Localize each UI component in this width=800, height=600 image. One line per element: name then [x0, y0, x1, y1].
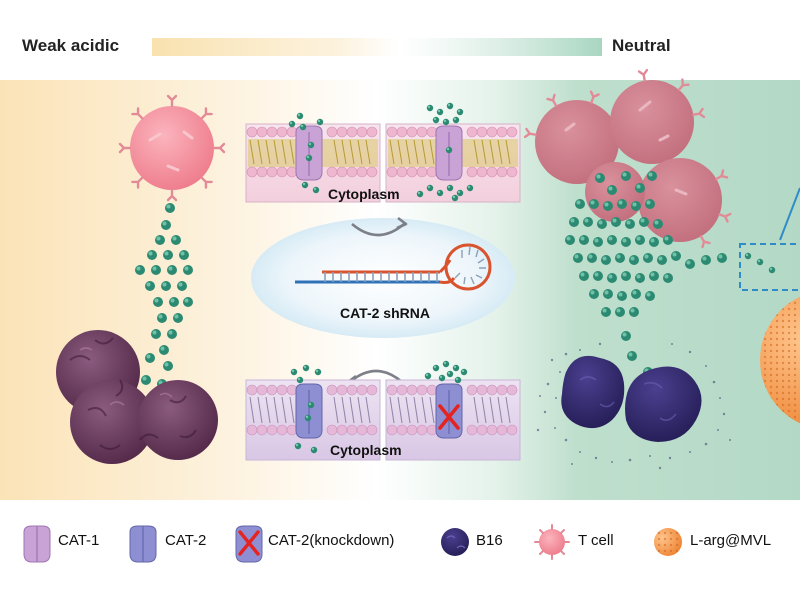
legend-label-b16: B16	[476, 532, 503, 549]
legend-label-cat-2: CAT-2	[165, 532, 207, 549]
cat-2-channel-icon	[129, 525, 157, 563]
neutral-label: Neutral	[612, 36, 671, 55]
legend-label-cat-2-knockdown: CAT-2(knockdown)	[268, 532, 395, 549]
membrane-panel-bottom-left	[245, 364, 381, 461]
magnify-box	[739, 187, 800, 291]
b16-tumor-cell-icon	[441, 528, 469, 556]
shrna-oval	[251, 218, 515, 338]
left-tumor-cluster	[56, 330, 218, 464]
cat-1-channel-icon	[23, 525, 51, 563]
weak-acidic-label: Weak acidic	[22, 36, 120, 55]
legend-label-t-cell: T cell	[578, 532, 614, 549]
membrane-panel-top-right	[385, 102, 521, 203]
legend-label-l-arg-mvl: L-arg@MVL	[690, 532, 772, 549]
cytoplasm-top-label: Cytoplasm	[328, 186, 400, 202]
shrna-label: CAT-2 shRNA	[340, 305, 430, 321]
membrane-panel-bottom-right	[385, 360, 521, 461]
left-t-cell	[118, 94, 226, 202]
l-arg-mvl-icon	[654, 528, 682, 556]
membrane-panel-top-left	[245, 112, 381, 203]
l-arg-mvl-particle	[760, 296, 800, 424]
cat-2-knockdown-icon	[235, 525, 263, 563]
t-cell-icon	[534, 524, 570, 560]
ph-gradient-bar	[152, 38, 602, 56]
right-b16-cells	[536, 342, 731, 470]
cytoplasm-bottom-label: Cytoplasm	[330, 442, 402, 458]
legend-label-cat-1: CAT-1	[58, 532, 100, 549]
